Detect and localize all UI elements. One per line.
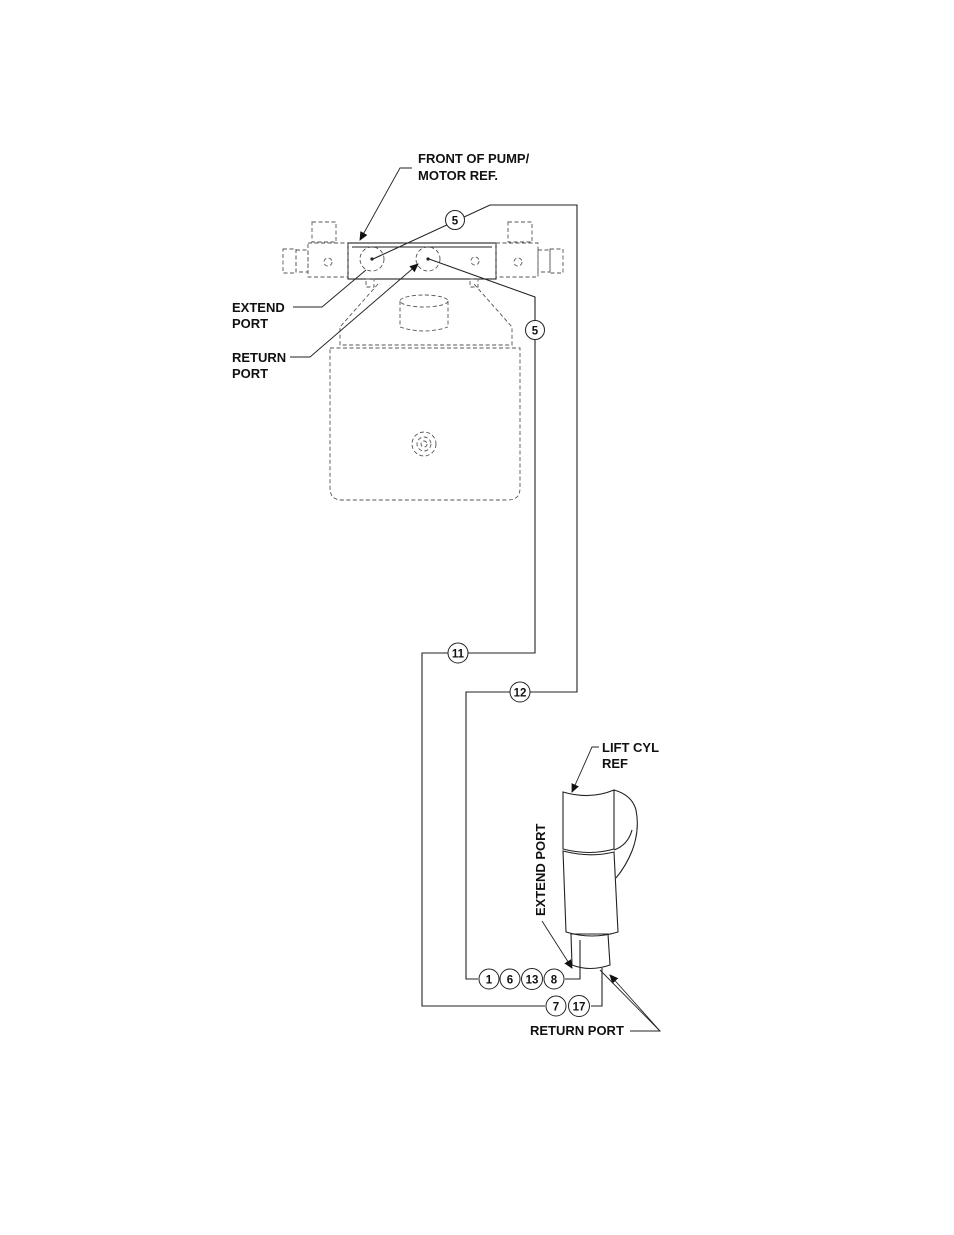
- hose-return-line: [422, 259, 545, 1006]
- svg-text:7: 7: [553, 1002, 559, 1014]
- callout-5-right: 5: [526, 321, 545, 340]
- callout-7: 7: [546, 996, 566, 1016]
- svg-text:5: 5: [532, 326, 539, 338]
- svg-text:17: 17: [573, 1002, 586, 1014]
- pump-motor-assembly: [283, 222, 563, 500]
- callout-5-top: 5: [446, 211, 465, 230]
- svg-text:1: 1: [486, 975, 493, 987]
- lift-cyl-label-1: LIFT CYL: [602, 740, 659, 755]
- hose-lines: [373, 205, 602, 1006]
- svg-text:8: 8: [551, 975, 558, 987]
- front-pump-label-2: MOTOR REF.: [418, 168, 498, 183]
- callout-6: 6: [500, 969, 520, 989]
- return-port-label-2: PORT: [232, 366, 268, 381]
- cyl-extend-port-label: EXTEND PORT: [533, 823, 548, 916]
- left-solenoid: [283, 222, 348, 277]
- callout-1: 1: [479, 969, 499, 989]
- callout-11: 11: [448, 643, 468, 663]
- svg-text:13: 13: [526, 975, 539, 987]
- lift-cyl-label-2: REF: [602, 756, 628, 771]
- svg-text:12: 12: [514, 688, 527, 700]
- svg-text:5: 5: [452, 216, 459, 228]
- callout-13: 13: [522, 969, 543, 990]
- text-labels: FRONT OF PUMP/ MOTOR REF. EXTEND PORT RE…: [232, 151, 659, 1038]
- callout-12: 12: [510, 682, 530, 702]
- extend-port-label-2: PORT: [232, 316, 268, 331]
- valve-block: [348, 243, 496, 279]
- lift-cylinder: [563, 790, 637, 969]
- reservoir-tank: [330, 348, 520, 500]
- svg-text:6: 6: [507, 975, 513, 987]
- svg-text:11: 11: [452, 649, 465, 661]
- callout-8: 8: [544, 969, 564, 989]
- leaders: [290, 168, 660, 1031]
- return-port-label-1: RETURN: [232, 350, 286, 365]
- callout-17: 17: [569, 996, 590, 1017]
- callouts: 5 5 11 12 1 6 13 8: [446, 211, 590, 1017]
- right-solenoid: [496, 222, 563, 277]
- cyl-return-port-label: RETURN PORT: [530, 1023, 624, 1038]
- extend-port-label-1: EXTEND: [232, 300, 285, 315]
- front-pump-label-1: FRONT OF PUMP/: [418, 151, 530, 166]
